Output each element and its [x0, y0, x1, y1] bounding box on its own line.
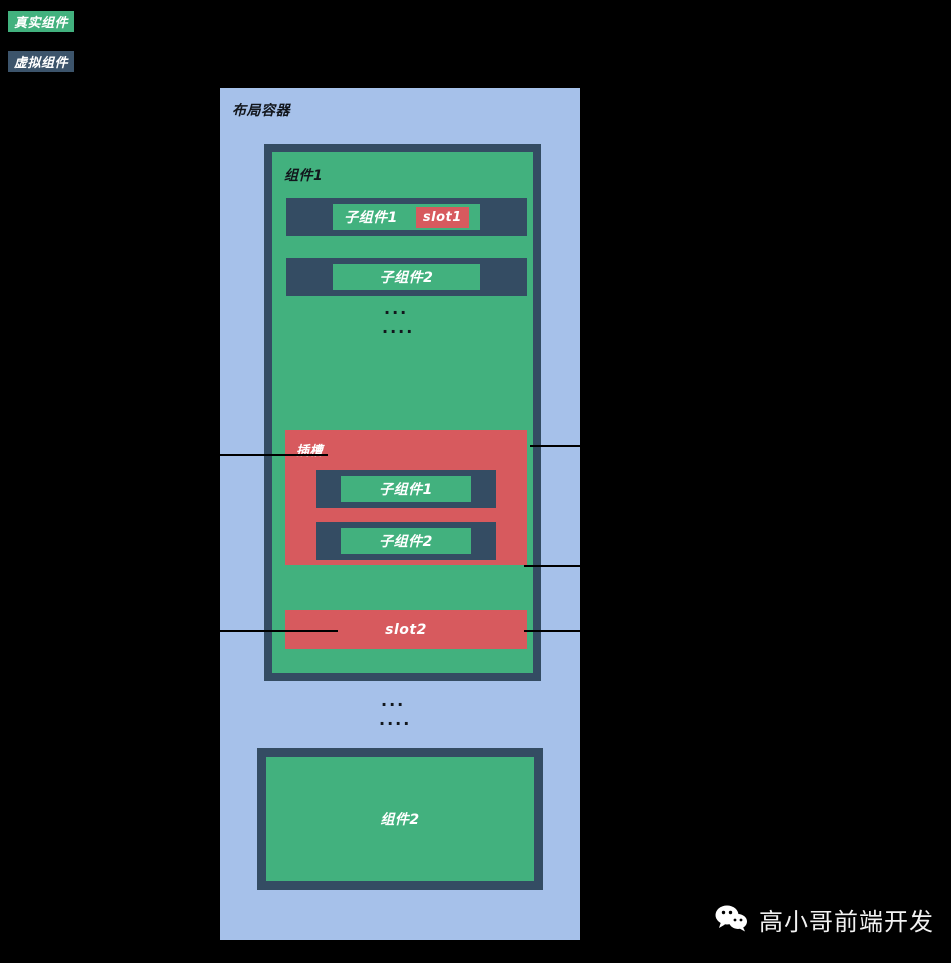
ellipsis-dots-four-top: .... — [382, 318, 415, 337]
connector-line-right-mid — [524, 565, 580, 567]
subcomponent1-label: 子组件1 — [344, 210, 398, 226]
watermark-text: 高小哥前端开发 — [759, 908, 934, 936]
subcomponent1-row: 子组件1 slot1 — [286, 198, 527, 236]
connector-line-right-top — [530, 445, 580, 447]
slot-subcomponent1-label: 子组件1 — [379, 482, 433, 498]
watermark: 高小哥前端开发 — [715, 902, 934, 937]
component2-label: 组件2 — [380, 812, 420, 828]
ellipsis-dots-four-mid: .... — [379, 710, 412, 729]
component1-body: 组件1 子组件1 slot1 子组件2 ... .... 插槽 — [272, 152, 533, 673]
slot-block-title: 插槽 — [296, 444, 324, 459]
slot1-badge: slot1 — [415, 206, 469, 228]
slot2-bar: slot2 — [285, 610, 527, 649]
ellipsis-dots-three-top: ... — [384, 299, 409, 318]
slot-block: 插槽 子组件1 子组件2 — [285, 430, 527, 565]
subcomponent2-row: 子组件2 — [286, 258, 527, 296]
slot-subcomponent2-row: 子组件2 — [316, 522, 496, 560]
layout-container: 布局容器 组件1 子组件1 slot1 子组件2 ... .... 插 — [220, 88, 580, 940]
slot2-label: slot2 — [385, 621, 427, 638]
slot-subcomponent1-real-box: 子组件1 — [341, 476, 471, 502]
connector-line-right-bottom — [524, 630, 580, 632]
ellipsis-dots-three-mid: ... — [381, 691, 406, 710]
slot-subcomponent2-real-box: 子组件2 — [341, 528, 471, 554]
slot-subcomponent1-row: 子组件1 — [316, 470, 496, 508]
component2-virtual-frame: 组件2 — [257, 748, 543, 890]
slot-subcomponent2-label: 子组件2 — [379, 534, 433, 550]
component1-virtual-frame: 组件1 子组件1 slot1 子组件2 ... .... 插槽 — [264, 144, 541, 681]
connector-line-left-top — [220, 454, 328, 456]
layout-container-title: 布局容器 — [232, 103, 290, 119]
wechat-icon — [715, 904, 749, 936]
subcomponent1-real-box: 子组件1 slot1 — [333, 204, 480, 230]
component2-body: 组件2 — [266, 757, 534, 881]
component1-title: 组件1 — [284, 168, 324, 184]
subcomponent2-real-box: 子组件2 — [333, 264, 480, 290]
legend-item-virtual-component: 虚拟组件 — [8, 51, 75, 72]
legend-item-real-component: 真实组件 — [8, 11, 75, 32]
connector-line-left-bottom — [220, 630, 338, 632]
subcomponent2-label: 子组件2 — [379, 270, 434, 286]
